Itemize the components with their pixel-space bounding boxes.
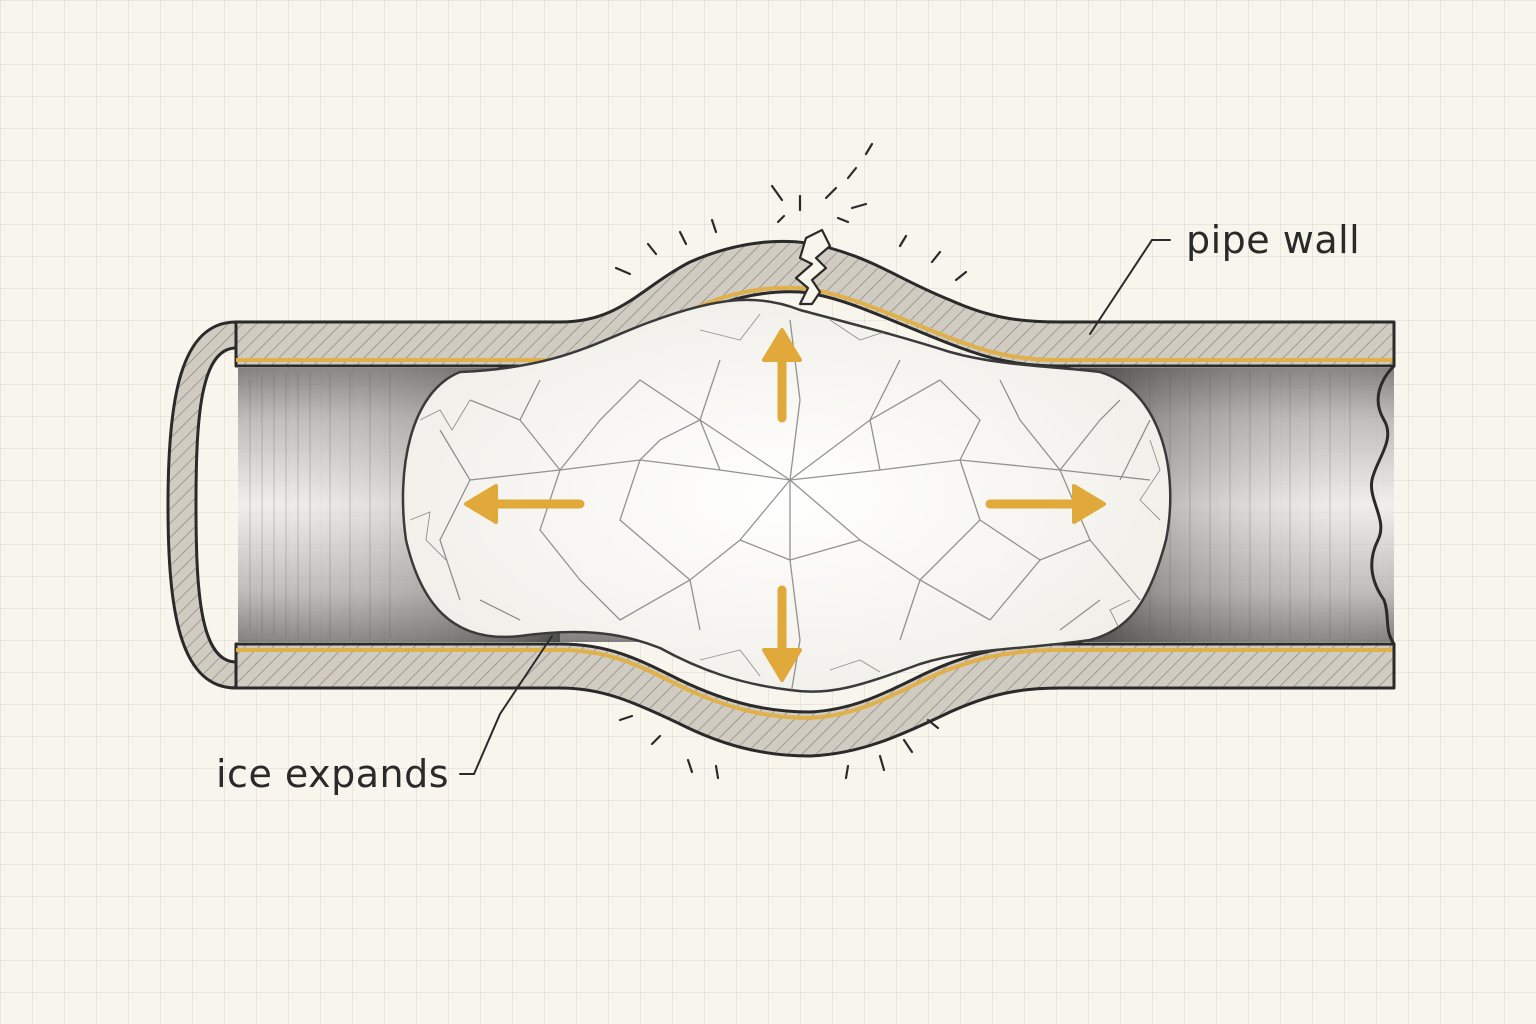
ice-plug <box>401 298 1172 693</box>
pipe-wall-leader <box>1089 239 1171 335</box>
label-pipe-wall: pipe wall <box>1186 218 1361 262</box>
arrow-up-icon <box>762 328 802 423</box>
ice-crack-network <box>409 313 1161 692</box>
pipe-wall-bottom <box>234 642 1396 758</box>
stress-marks <box>614 142 968 780</box>
label-ice-expands: ice expands <box>216 752 450 796</box>
crack-icon <box>794 228 832 306</box>
pipe-end-opening <box>166 320 238 690</box>
arrow-right-icon <box>985 484 1106 524</box>
leader-lines <box>459 239 1171 775</box>
arrow-down-icon <box>762 585 802 682</box>
pipe-torn-end <box>1369 322 1396 688</box>
expansion-arrows <box>464 328 1106 682</box>
arrow-left-icon <box>464 484 585 524</box>
ice-expands-leader <box>459 635 553 775</box>
